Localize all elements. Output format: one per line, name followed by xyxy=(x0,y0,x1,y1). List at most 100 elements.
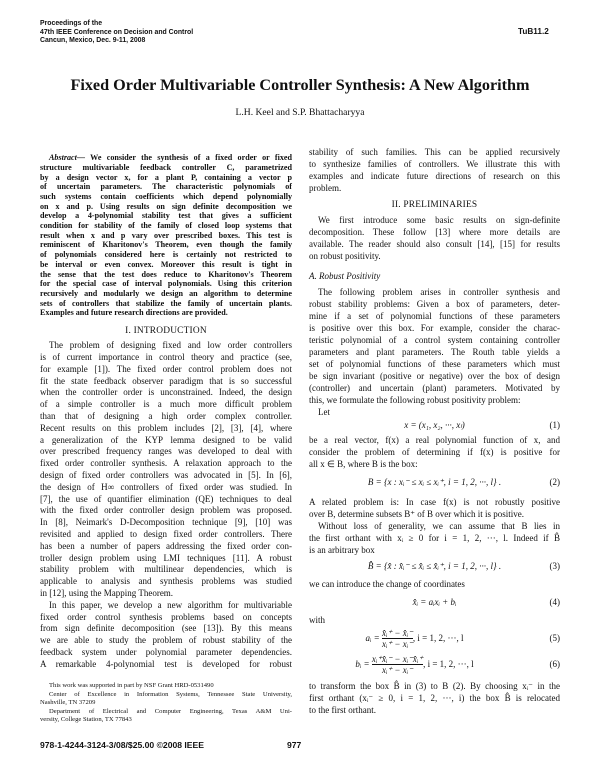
equation-2: B = {x : xᵢ⁻ ≤ xᵢ ≤ xᵢ⁺, i = 1, 2, ···, … xyxy=(309,470,560,494)
equation-lhs: bᵢ = xyxy=(355,659,372,669)
section-heading-preliminaries: II. PRELIMINARIES xyxy=(391,200,478,210)
equation-1: x = (x₁, x₂, ···, xₗ)(1) xyxy=(309,413,560,437)
intro-line: revisited and applied to design fixed or… xyxy=(40,528,292,539)
equation-expression: x̂ᵢ = aᵢxᵢ + bᵢ xyxy=(412,597,457,607)
with-text: with xyxy=(309,615,326,625)
prelim-line: mine if a set of polynomial functions of… xyxy=(309,311,560,321)
equation-number: (6) xyxy=(549,659,561,669)
prelim-line: is an arbitrary box xyxy=(309,545,375,555)
abstract-label: Abstract xyxy=(49,153,77,163)
abstract-line: the sense that the test does reduce to K… xyxy=(40,269,292,279)
equation-expression: B = {x : xᵢ⁻ ≤ xᵢ ≤ xᵢ⁺, i = 1, 2, ···, … xyxy=(367,477,502,487)
prelim-line: over B, determine subsets B⁺ of B over w… xyxy=(309,509,524,519)
paper-title: Fixed Order Multivariable Controller Syn… xyxy=(70,76,530,94)
intro-line: fixed order control synthesis problems b… xyxy=(40,611,292,622)
footnote-line: Nashville, TN 37209 xyxy=(40,699,96,706)
intro-line: than that of designing a high order comp… xyxy=(40,410,292,421)
abstract-line: condition for stability of the family of… xyxy=(40,221,292,231)
equation-number: (3) xyxy=(549,561,561,571)
abstract-line: Abstract— We consider the synthesis of a… xyxy=(49,153,292,163)
equation-lhs: aᵢ = xyxy=(365,633,382,643)
intro-line: applicable to analysis and synthesis pro… xyxy=(40,576,292,587)
proceedings-line: Cancun, Mexico, Dec. 9-11, 2008 xyxy=(40,37,146,45)
prelim-line: Without loss of generality, we can assum… xyxy=(318,521,560,531)
fraction-denominator: xᵢ⁺ − xᵢ⁻ xyxy=(371,664,424,675)
authors: L.H. Keel and S.P. Bhattacharyya xyxy=(235,107,365,118)
intro-line: has been a number of papers addressing t… xyxy=(40,540,292,551)
abstract-line: reminiscent of Kharitonov's Theorem, eve… xyxy=(40,240,292,250)
equation-number: (1) xyxy=(549,420,561,430)
intro-line: stability problem with multilinear depen… xyxy=(40,564,292,575)
equation-4: x̂ᵢ = aᵢxᵢ + bᵢ (4) xyxy=(309,590,560,614)
intro-line: problem. xyxy=(309,183,342,193)
abstract-line: result when x and p vary over prescribed… xyxy=(40,230,292,240)
abstract-line: be interval or even convex. Moreover thi… xyxy=(40,259,292,269)
intro-line: we are able to study the problem of robu… xyxy=(40,635,292,646)
intro-line: In this paper, we develop a new algorith… xyxy=(49,599,292,610)
footnote-line: versity, College Station, TX 77843 xyxy=(40,716,132,723)
fraction: x̂ᵢ⁺ − x̂ᵢ⁻xᵢ⁺ − xᵢ⁻ xyxy=(382,628,413,649)
abstract-line: sets of controllers that stabilize the f… xyxy=(40,298,292,308)
intro-line: [7], the use of quantifier elimination (… xyxy=(40,493,292,504)
fraction-denominator: xᵢ⁺ − xᵢ⁻ xyxy=(382,638,413,650)
abstract-line: Examples and future research directions … xyxy=(40,308,228,318)
abstract-text: — We consider the synthesis of a fixed o… xyxy=(76,153,292,163)
equation-number: (4) xyxy=(549,597,561,607)
abstract-line: of polynomials considered here is certai… xyxy=(40,250,292,260)
intro-line: feedback system under polynomial paramet… xyxy=(40,646,292,657)
subsection-heading-robust-positivity: A. Robust Positivity xyxy=(309,271,381,281)
copyright-line: 978-1-4244-3124-3/08/$25.00 ©2008 IEEE xyxy=(40,740,205,750)
intro-line: with the fixed order controller design p… xyxy=(40,505,292,516)
intro-line: a generalization of the KYP lemma design… xyxy=(40,434,292,445)
prelim-line: to transform the box B̂ in (3) to B (2).… xyxy=(309,681,560,691)
prelim-line: on robust positivity. xyxy=(309,251,381,261)
intro-line: for example [1]). The fixed order contro… xyxy=(40,363,292,374)
intro-line: to synthesize families of controllers. W… xyxy=(309,159,560,169)
intro-line: troller design problem using LMI techniq… xyxy=(40,552,292,563)
equation-number: (5) xyxy=(549,633,561,643)
prelim-line: we can introduce the change of coordinat… xyxy=(309,579,465,589)
prelim-line: (controller) and uncertain (plant) param… xyxy=(309,383,560,393)
abstract-line: for the special case of interval polynom… xyxy=(40,279,292,289)
intro-line: Recent results on this problem includes … xyxy=(40,422,292,433)
prelim-line: set of polynomial functions of these par… xyxy=(309,359,560,369)
intro-line: examples and indicate future directions … xyxy=(309,171,560,181)
prelim-line: all x ∈ B, where B is the box: xyxy=(309,459,418,469)
abstract-line: such systems contain coefficients which … xyxy=(40,191,292,201)
section-heading-introduction: I. INTRODUCTION xyxy=(125,326,207,336)
equation-6: bᵢ = xᵢ⁺x̂ᵢ⁻ − xᵢ⁻x̂ᵢ⁺xᵢ⁺ − xᵢ⁻, i = 1, … xyxy=(269,652,560,676)
session-code: TuB11.2 xyxy=(518,27,549,36)
intro-line: the design of H∞ controllers of fixed or… xyxy=(40,481,292,492)
equation-3: B̂ = {x̂ : x̂ᵢ⁻ ≤ x̂ᵢ ≤ x̂ᵢ⁺, i = 1, 2, … xyxy=(309,554,560,578)
prelim-line: decomposition. These follow [13] where m… xyxy=(309,227,560,237)
prelim-line: consider the problem of determining if f… xyxy=(309,447,560,457)
proceedings-info: Proceedings of the 47th IEEE Conference … xyxy=(40,20,193,46)
equation-expression: bᵢ = xᵢ⁺x̂ᵢ⁻ − xᵢ⁻x̂ᵢ⁺xᵢ⁺ − xᵢ⁻, i = 1, … xyxy=(269,652,560,676)
intro-line: is of current importance in control theo… xyxy=(40,351,292,362)
prelim-line: robust stability problems: Given a box o… xyxy=(309,299,560,309)
abstract-line: of uncertain parameters. The characteris… xyxy=(40,182,292,192)
footnote-line: Department of Electrical and Computer En… xyxy=(49,708,292,715)
equation-condition: , i = 1, 2, ···, l xyxy=(412,633,464,643)
intro-line: The problem of designing fixed and low o… xyxy=(49,340,292,351)
prelim-line: be sign invariant (positive or negative)… xyxy=(309,371,560,381)
fraction-numerator: xᵢ⁺x̂ᵢ⁻ − xᵢ⁻x̂ᵢ⁺ xyxy=(371,654,424,665)
fraction: xᵢ⁺x̂ᵢ⁻ − xᵢ⁻x̂ᵢ⁺xᵢ⁺ − xᵢ⁻ xyxy=(371,654,424,675)
footnote-line: Center of Excellence in Information Syst… xyxy=(49,691,292,698)
equation-number: (2) xyxy=(549,477,561,487)
prelim-line: available. The reader should also consul… xyxy=(309,239,560,249)
page-number: 977 xyxy=(287,740,302,750)
equation-expression: aᵢ = x̂ᵢ⁺ − x̂ᵢ⁻xᵢ⁺ − xᵢ⁻, i = 1, 2, ···… xyxy=(269,626,560,650)
footnote-line: This work was supported in part by NSF G… xyxy=(49,682,214,689)
intro-line: fit the state feedback observer paradigm… xyxy=(40,375,292,386)
intro-line: when the controller order is unconstrain… xyxy=(40,387,292,398)
prelim-line: teristic polynomial of a control system … xyxy=(309,335,560,345)
intro-line: of a simple controller is a much more di… xyxy=(40,399,292,410)
prelim-line: to the first orthant. xyxy=(309,705,376,715)
let-text: Let xyxy=(318,407,330,417)
intro-line: in [12], using the Mapping Theorem. xyxy=(40,587,174,598)
abstract-line: by a design vector x, for a plant P, con… xyxy=(40,172,292,182)
prelim-line: The following problem arises in controll… xyxy=(318,287,560,297)
abstract-line: on x and p. Using results on sign defini… xyxy=(40,201,292,211)
intro-line: A remarkable 4-polynomial test is develo… xyxy=(40,658,292,669)
